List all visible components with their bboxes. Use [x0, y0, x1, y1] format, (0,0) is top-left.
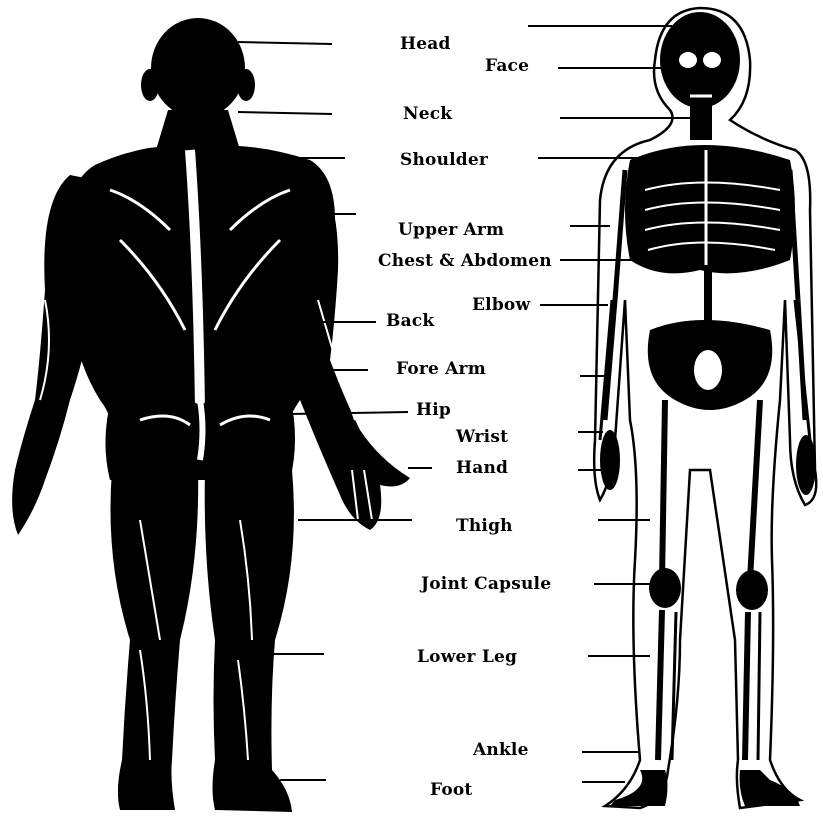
label-back: Back [386, 311, 434, 331]
label-chest-abdomen: Chest & Abdomen [378, 251, 552, 271]
skeleton-figure-front [594, 8, 816, 808]
label-thigh: Thigh [456, 516, 513, 536]
label-upper-arm: Upper Arm [398, 220, 504, 240]
label-lower-leg: Lower Leg [417, 647, 517, 667]
label-face: Face [485, 56, 529, 76]
muscle-figure-back [12, 18, 410, 812]
label-elbow: Elbow [472, 295, 530, 315]
label-joint-capsule: Joint Capsule [421, 574, 551, 594]
label-head: Head [400, 34, 451, 54]
label-shoulder: Shoulder [400, 150, 488, 170]
label-fore-arm: Fore Arm [396, 359, 486, 379]
label-hand: Hand [456, 458, 508, 478]
label-hip: Hip [416, 400, 451, 420]
leader-neck-left [238, 112, 332, 114]
label-ankle: Ankle [473, 740, 529, 760]
label-foot: Foot [430, 780, 472, 800]
leader-head-left [238, 42, 332, 44]
label-neck: Neck [403, 104, 452, 124]
label-wrist: Wrist [456, 427, 508, 447]
